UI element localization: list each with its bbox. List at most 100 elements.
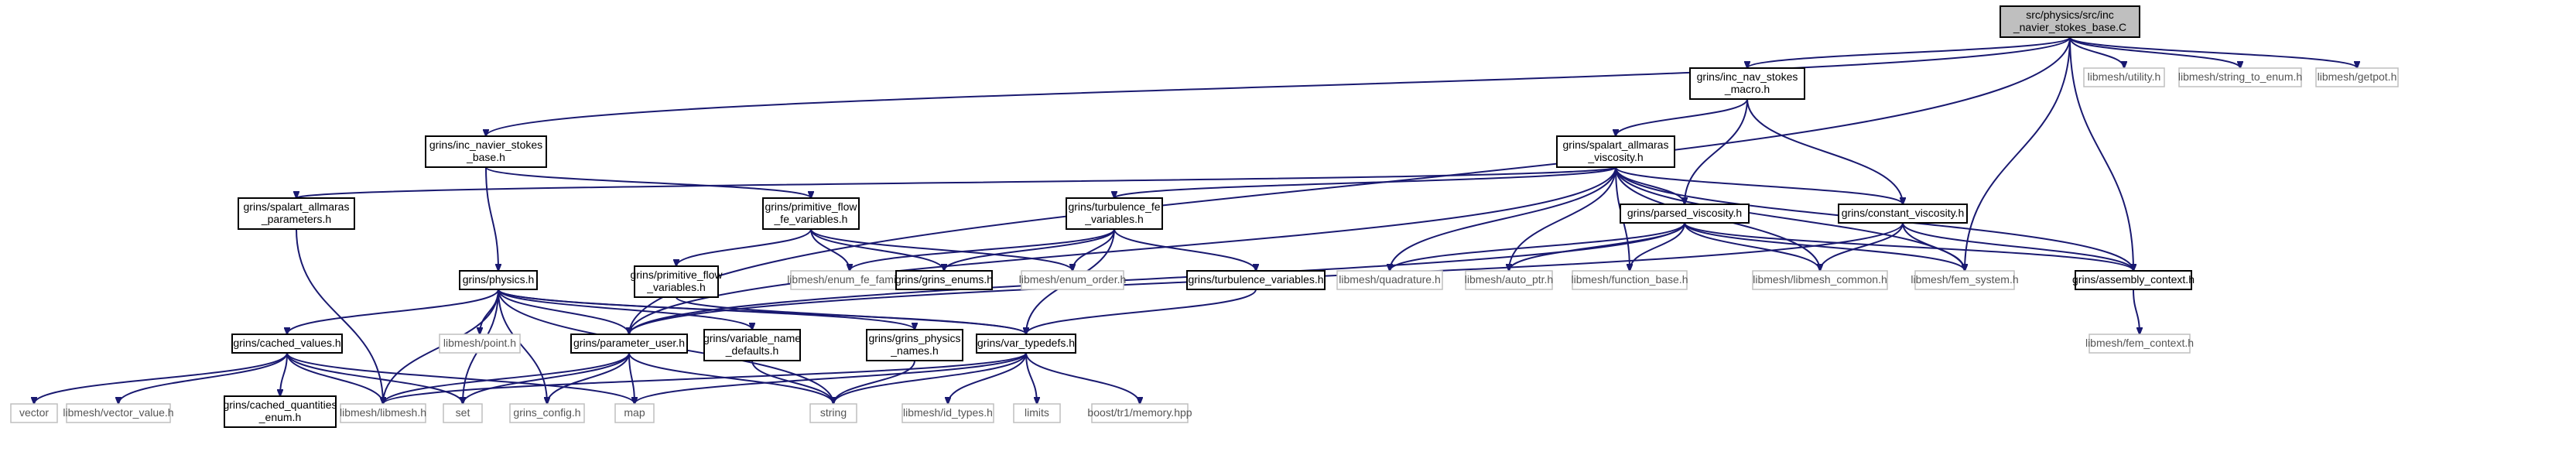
node-box[interactable] xyxy=(809,403,857,423)
node-box[interactable] xyxy=(1066,197,1163,230)
node-utility[interactable]: libmesh/utility.h xyxy=(2083,67,2165,87)
node-libmesh[interactable]: libmesh/libmesh.h xyxy=(340,403,426,423)
node-prim-vars[interactable]: grins/primitive_flow_variables.h xyxy=(630,265,723,298)
node-box[interactable] xyxy=(1838,204,1968,224)
node-box[interactable] xyxy=(703,329,801,361)
node-box[interactable] xyxy=(570,334,688,354)
node-auto-ptr[interactable]: libmesh/auto_ptr.h xyxy=(1465,270,1553,290)
node-box[interactable] xyxy=(425,135,547,168)
node-box[interactable] xyxy=(1013,403,1061,423)
node-fem-system[interactable]: libmesh/fem_system.h xyxy=(1911,270,2019,290)
node-assembly-ctx[interactable]: grins/assembly_context.h xyxy=(2072,270,2195,290)
node-grins-enums[interactable]: grins/grins_enums.h xyxy=(895,270,993,290)
node-box[interactable] xyxy=(238,197,355,230)
node-vector-value[interactable]: libmesh/vector_value.h xyxy=(63,403,174,423)
node-box[interactable] xyxy=(1572,270,1688,290)
node-box[interactable] xyxy=(762,197,860,230)
node-grins-phys-names[interactable]: grins/grins_physics_names.h xyxy=(866,329,963,361)
node-physics[interactable]: grins/physics.h xyxy=(459,270,538,290)
node-box[interactable] xyxy=(2089,334,2191,354)
node-box[interactable] xyxy=(1186,270,1326,290)
edge-root-to-param_user xyxy=(629,36,2071,334)
node-box[interactable] xyxy=(866,329,963,361)
node-box[interactable] xyxy=(901,403,994,423)
node-box[interactable] xyxy=(1336,270,1443,290)
node-parsed-visc[interactable]: grins/parsed_viscosity.h xyxy=(1620,204,1750,224)
node-label: _base.h xyxy=(466,151,505,163)
node-getpot[interactable]: libmesh/getpot.h xyxy=(2315,67,2399,87)
node-cached-values[interactable]: grins/cached_values.h xyxy=(231,334,343,354)
edge-turb_vars-to-var_typedefs xyxy=(1026,289,1257,334)
node-box[interactable] xyxy=(1556,135,1675,168)
node-sa-params[interactable]: grins/spalart_allmaras_parameters.h xyxy=(238,197,355,230)
node-box[interactable] xyxy=(1689,67,1805,100)
node-box[interactable] xyxy=(976,334,1076,354)
node-box[interactable] xyxy=(443,403,483,423)
node-string[interactable]: string xyxy=(809,403,857,423)
node-turb-fe[interactable]: grins/turbulence_fe_variables.h xyxy=(1066,197,1163,230)
node-cached-q-enum[interactable]: grins/cached_quantities_enum.h xyxy=(223,395,337,428)
node-map[interactable]: map xyxy=(614,403,655,423)
edge-root-to-utility xyxy=(2069,36,2124,68)
edge-cached_values-to-set xyxy=(286,352,463,404)
node-box[interactable] xyxy=(2178,67,2302,87)
node-box[interactable] xyxy=(340,403,426,423)
node-box[interactable] xyxy=(1914,270,2015,290)
node-fem-context[interactable]: libmesh/fem_context.h xyxy=(2085,334,2194,354)
node-inc-nav-macro[interactable]: grins/inc_nav_stokes_macro.h xyxy=(1689,67,1805,100)
node-const-visc[interactable]: grins/constant_viscosity.h xyxy=(1838,204,1968,224)
node-box[interactable] xyxy=(1021,270,1124,290)
node-label: libmesh/enum_order.h xyxy=(1019,273,1127,286)
edge-cached_values-to-libmesh xyxy=(286,352,383,404)
node-label: libmesh/id_types.h xyxy=(903,406,993,419)
node-enum-fe-family[interactable]: libmesh/enum_fe_family.h xyxy=(787,270,912,290)
node-box[interactable] xyxy=(439,334,521,354)
node-prim-fe[interactable]: grins/primitive_flow_fe_variables.h xyxy=(762,197,860,230)
node-vector[interactable]: vector xyxy=(10,403,58,423)
node-box[interactable] xyxy=(790,270,909,290)
node-turb-vars[interactable]: grins/turbulence_variables.h xyxy=(1186,270,1326,290)
node-box[interactable] xyxy=(224,395,337,428)
node-sa-visc[interactable]: grins/spalart_allmaras_viscosity.h xyxy=(1556,135,1675,168)
node-grins-config[interactable]: grins_config.h xyxy=(509,403,585,423)
node-label: src/physics/src/inc xyxy=(2026,9,2114,21)
node-box[interactable] xyxy=(2000,5,2140,38)
node-box[interactable] xyxy=(1091,403,1189,423)
node-quadrature[interactable]: libmesh/quadrature.h xyxy=(1336,270,1443,290)
node-var-name-defaults[interactable]: grins/variable_name_defaults.h xyxy=(703,329,801,361)
node-point[interactable]: libmesh/point.h xyxy=(439,334,521,354)
node-box[interactable] xyxy=(634,265,719,298)
node-box[interactable] xyxy=(1752,270,1888,290)
edge-sa_visc-to-turb_fe xyxy=(1114,166,1616,198)
node-box[interactable] xyxy=(2083,67,2165,87)
node-param-user[interactable]: grins/parameter_user.h xyxy=(570,334,688,354)
node-label: libmesh/auto_ptr.h xyxy=(1465,273,1553,286)
node-box[interactable] xyxy=(1465,270,1553,290)
node-box[interactable] xyxy=(509,403,585,423)
node-box[interactable] xyxy=(2315,67,2399,87)
node-libmesh-common[interactable]: libmesh/libmesh_common.h xyxy=(1752,270,1888,290)
node-var-typedefs[interactable]: grins/var_typedefs.h xyxy=(976,334,1076,354)
node-inc-ns-base[interactable]: grins/inc_navier_stokes_base.h xyxy=(425,135,547,168)
edge-turb_fe-to-grins_enums xyxy=(944,228,1115,271)
node-memory[interactable]: boost/tr1/memory.hpp xyxy=(1087,403,1192,423)
node-limits[interactable]: limits xyxy=(1013,403,1061,423)
node-box[interactable] xyxy=(895,270,993,290)
node-box[interactable] xyxy=(614,403,655,423)
node-box[interactable] xyxy=(66,403,171,423)
node-function-base[interactable]: libmesh/function_base.h xyxy=(1572,270,1688,290)
node-box[interactable] xyxy=(1620,204,1750,224)
node-box[interactable] xyxy=(2075,270,2192,290)
node-string-to-enum[interactable]: libmesh/string_to_enum.h xyxy=(2178,67,2302,87)
node-id-types[interactable]: libmesh/id_types.h xyxy=(901,403,994,423)
edge-cached_values-to-vector xyxy=(34,352,288,404)
node-box[interactable] xyxy=(459,270,538,290)
node-box[interactable] xyxy=(10,403,58,423)
node-label: libmesh/enum_fe_family.h xyxy=(787,273,912,286)
node-label: libmesh/point.h xyxy=(443,337,516,349)
node-label: grins_config.h xyxy=(513,406,580,419)
node-enum-order[interactable]: libmesh/enum_order.h xyxy=(1019,270,1127,290)
node-root[interactable]: src/physics/src/inc_navier_stokes_base.C xyxy=(2000,5,2140,38)
node-set[interactable]: set xyxy=(443,403,483,423)
node-box[interactable] xyxy=(231,334,343,354)
